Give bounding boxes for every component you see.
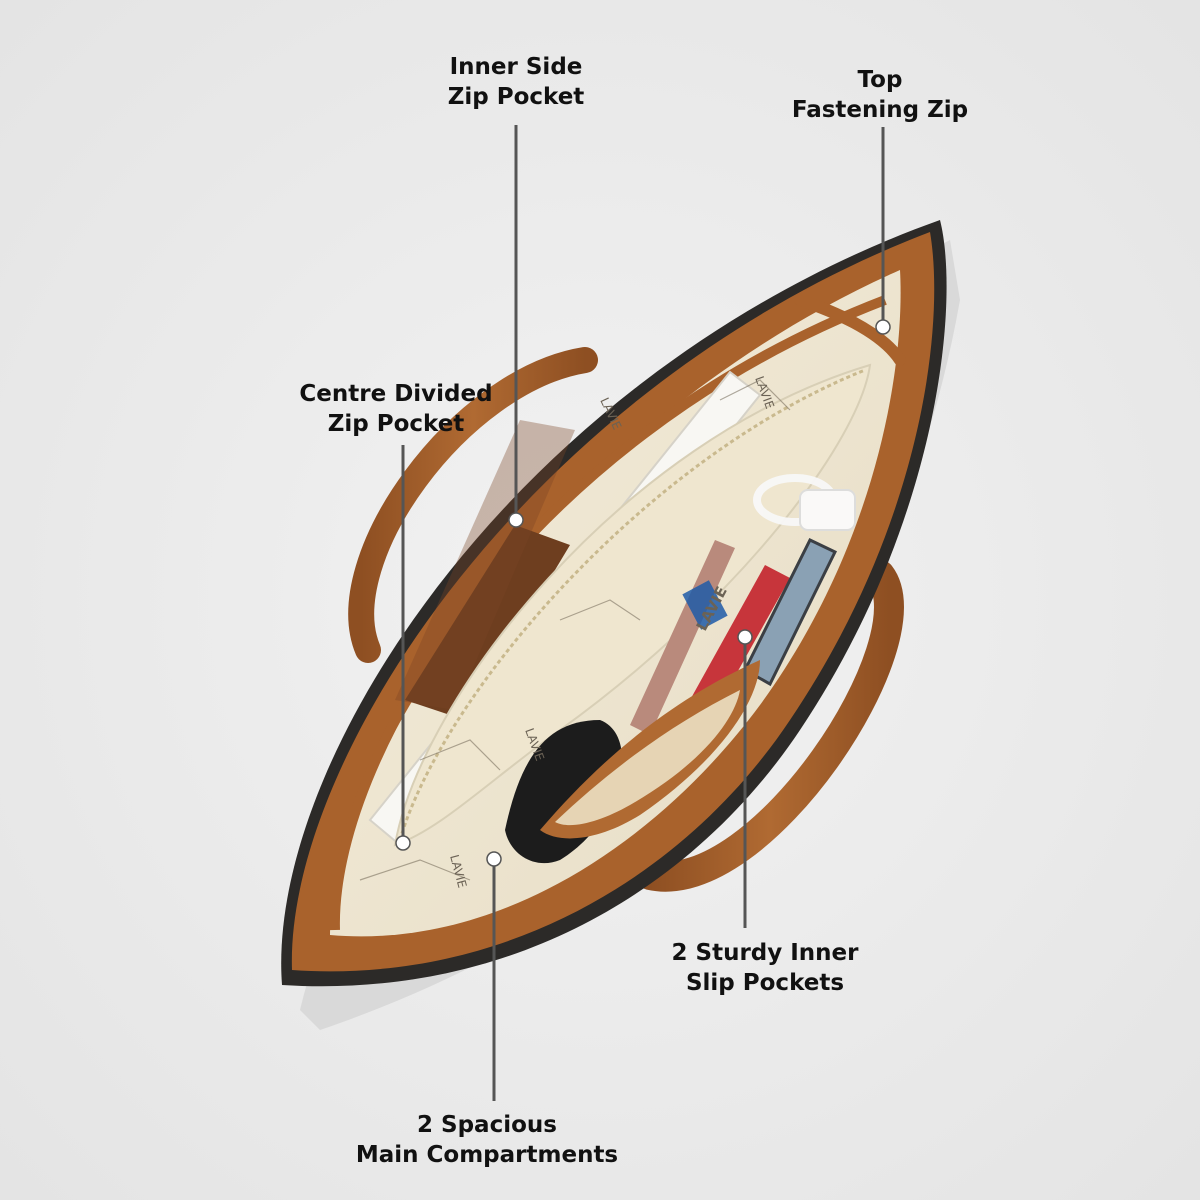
charger [753,474,856,531]
phone [743,538,838,687]
marker-dot-centre-divided-zip [395,835,411,851]
callout-line: 2 Spacious [417,1112,557,1138]
marker-dot-slip-pockets [737,629,753,645]
callout-line: Main Compartments [355,1142,619,1168]
callout-line: Centre Divided [299,381,493,407]
top-zip-pull [794,294,906,366]
callout-line: 2 Sturdy Inner [671,940,859,966]
lining-pattern [359,379,791,881]
marker-dot-top-fastening-zip [875,319,891,335]
callout-line: Top [857,67,903,93]
callout-inner-side-zip-pocket: Inner Side Zip Pocket [436,52,596,112]
callout-line: Slip Pockets [685,970,845,996]
marker-dot-inner-side-zip [508,512,524,528]
callout-line: Zip Pocket [447,84,585,110]
callout-sturdy-inner-slip-pockets: 2 Sturdy Inner Slip Pockets [665,938,865,998]
small-brown-pouch [405,525,570,720]
centre-zip-pocket [393,363,872,847]
back-handle [348,347,598,663]
callout-centre-divided-zip-pocket: Centre Divided Zip Pocket [296,379,496,439]
callout-top-fastening-zip: Top Fastening Zip [780,65,980,125]
callout-line: Zip Pocket [327,411,465,437]
leader-lines [401,125,885,1101]
callout-spacious-main-compartments: 2 Spacious Main Compartments [347,1110,627,1170]
callout-line: Inner Side [449,54,583,80]
marker-dots [395,319,891,867]
marker-dot-main-compartments [486,851,502,867]
front-handle [635,560,904,892]
centre-zip-line [398,368,866,841]
callout-line: Fastening Zip [791,97,969,123]
